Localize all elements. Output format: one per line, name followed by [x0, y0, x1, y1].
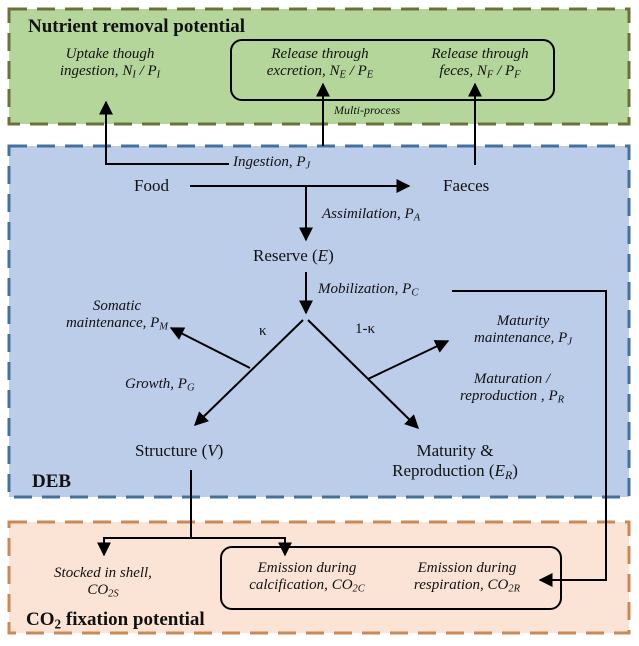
uptake-line2: ingestion, NI / PI [59, 63, 161, 81]
arrow-somatic [169, 327, 251, 369]
maturity-maint-line2: maintenance, PJ [474, 330, 572, 348]
maturation-line1: Maturation / [473, 371, 551, 387]
calc-line1: Emission during [257, 560, 357, 576]
maturity-line1: Maturity & [416, 441, 494, 460]
uptake-label: Uptake though ingestion, NI / PI [50, 46, 170, 82]
feces-line2: feces, NF / PF [439, 63, 521, 81]
arrow-maturity-maintenance [367, 340, 450, 380]
multi-process-label: Multi-process [334, 103, 401, 117]
maturity-node: Maturity & Reproduction (ER) [380, 441, 530, 482]
feces-label: Release through feces, NF / PF [410, 46, 550, 82]
emission-group-box [220, 546, 562, 610]
shell-line2: CO2S [87, 582, 119, 600]
somatic-maintenance-label: Somatic maintenance, PM [58, 298, 176, 334]
nutrient-title: Nutrient removal potential [28, 16, 246, 37]
arrow-growth [193, 319, 304, 426]
uptake-line1: Uptake though [65, 46, 155, 62]
deb-title: DEB [32, 471, 72, 492]
mobilization-label: Mobilization, PC [318, 281, 419, 299]
release-group-box [230, 39, 555, 101]
faeces-node: Faeces [443, 176, 490, 195]
excretion-line1: Release through [271, 46, 369, 62]
growth-label: Growth, PG [125, 376, 195, 394]
respiration-label: Emission during respiration, CO2R [392, 560, 542, 596]
somatic-line1: Somatic [92, 298, 142, 314]
arrow-structure-calcification [191, 537, 292, 557]
food-node: Food [134, 176, 169, 195]
shell-label: Stocked in shell, CO2S [38, 565, 168, 601]
resp-line2: respiration, CO2R [413, 577, 521, 595]
arrow-ingestion-uptake [99, 100, 229, 165]
somatic-line2: maintenance, PM [65, 315, 169, 333]
structure-node: Structure (V) [135, 441, 224, 460]
calcification-label: Emission during calcification, CO2C [232, 560, 382, 596]
co2-region [7, 520, 631, 635]
deb-region [7, 144, 631, 499]
maturity-line2: Reproduction (ER) [392, 460, 518, 482]
one-minus-kappa-label: 1-κ [355, 321, 376, 337]
excretion-label: Release through excretion, NE / PE [245, 46, 395, 82]
co2-title: CO2 fixation potential [26, 609, 205, 632]
shell-line1: Stocked in shell, [54, 565, 152, 581]
feces-line1: Release through [431, 46, 529, 62]
arrow-maturity [307, 319, 419, 429]
maturity-maintenance-label: Maturity maintenance, PJ [458, 313, 588, 349]
maturation-label: Maturation / reproduction , PR [442, 371, 582, 407]
calc-line2: calcification, CO2C [249, 577, 365, 595]
arrow-respiration [452, 290, 607, 587]
assimilation-label: Assimilation, PA [322, 206, 421, 224]
ingestion-label: Ingestion, PJ [233, 154, 311, 172]
maturity-maint-line1: Maturity [496, 313, 550, 329]
arrow-structure-shell [97, 470, 192, 557]
kappa-label: κ [259, 323, 267, 339]
resp-line1: Emission during [417, 560, 517, 576]
excretion-line2: excretion, NE / PE [266, 63, 374, 81]
reserve-node: Reserve (E) [253, 246, 334, 265]
maturation-line2: reproduction , PR [459, 388, 565, 406]
